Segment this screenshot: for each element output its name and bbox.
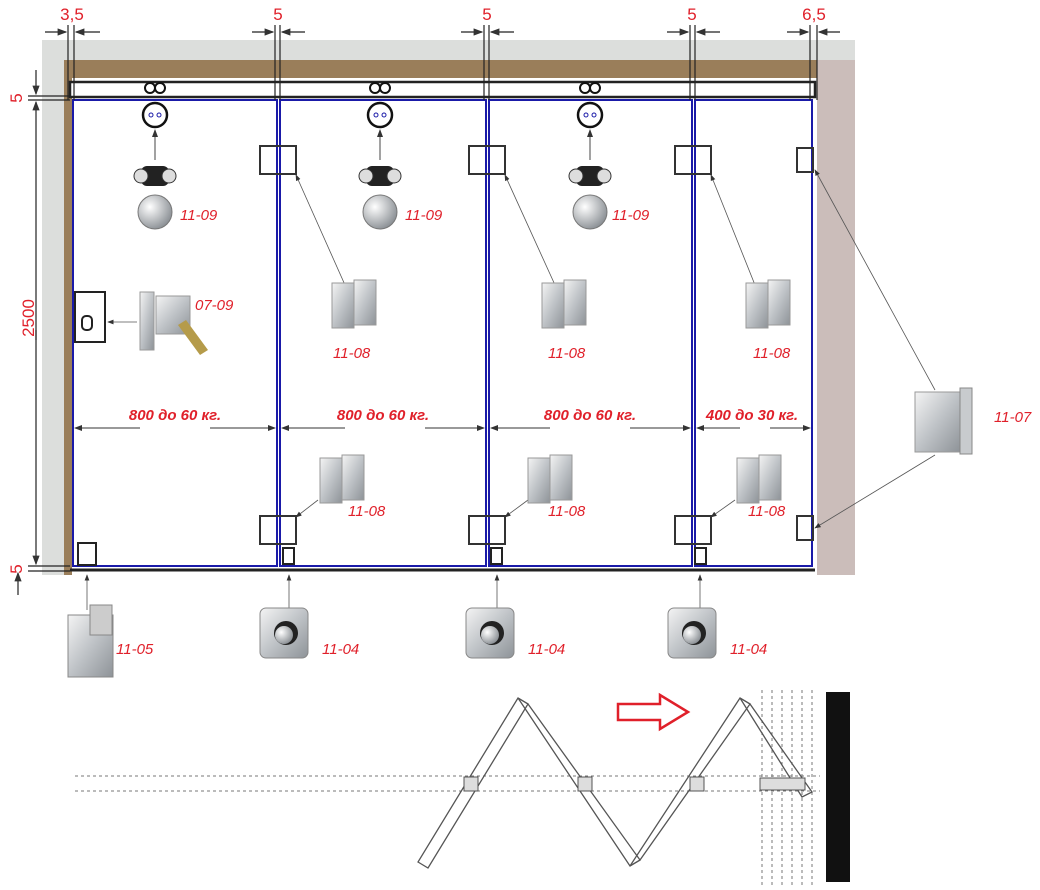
floor-stops bbox=[259, 607, 717, 659]
glass-panels bbox=[72, 99, 813, 567]
roller-assemblies bbox=[133, 82, 612, 230]
glass-panel bbox=[694, 99, 813, 567]
glass-panel bbox=[72, 99, 278, 567]
fold-direction-arrow-icon bbox=[616, 692, 691, 732]
roller bbox=[568, 82, 612, 230]
panel-hinges bbox=[319, 279, 791, 504]
panel-span-label: 800 до 60 кг. bbox=[129, 407, 221, 424]
part-label-wall-hinge: 11-07 bbox=[994, 409, 1032, 426]
top-rail bbox=[68, 80, 817, 99]
dimension-right-gap: 6,5 bbox=[802, 5, 826, 24]
panel-span-label: 800 до 60 кг. bbox=[337, 407, 429, 424]
dimension-left-gap: 3,5 bbox=[60, 5, 84, 24]
part-label-floor-stop: 11-04 bbox=[730, 641, 767, 658]
part-label-hinge: 11-08 bbox=[548, 345, 586, 362]
side-dimensions bbox=[14, 70, 70, 595]
part-label-floor-stop: 11-04 bbox=[528, 641, 565, 658]
wall-post bbox=[826, 692, 850, 882]
dimension-gap: 5 bbox=[273, 5, 282, 24]
part-label-hinge: 11-08 bbox=[333, 345, 371, 362]
leader-lines bbox=[84, 169, 936, 610]
part-label-roller: 11-09 bbox=[405, 207, 443, 224]
part-label-roller: 11-09 bbox=[180, 207, 218, 224]
glass-panel bbox=[279, 99, 487, 567]
panel-span-label: 800 до 60 кг. bbox=[544, 407, 636, 424]
floor-lock bbox=[67, 604, 114, 678]
top-dimensions bbox=[45, 25, 840, 100]
panel-span-label: 400 до 30 кг. bbox=[705, 407, 798, 424]
part-label-floor-stop: 11-04 bbox=[322, 641, 359, 658]
roller bbox=[358, 82, 402, 230]
dimension-top-gap: 5 bbox=[7, 93, 26, 102]
hinge-positions bbox=[259, 145, 814, 545]
part-label-roller: 11-09 bbox=[612, 207, 650, 224]
part-label-hinge: 11-08 bbox=[748, 503, 786, 520]
dimension-height: 2500 bbox=[19, 299, 38, 337]
part-label-hinge: 11-08 bbox=[753, 345, 791, 362]
part-label-hinge: 11-08 bbox=[548, 503, 586, 520]
dimension-gap: 5 bbox=[687, 5, 696, 24]
part-label-lock: 07-09 bbox=[195, 297, 234, 314]
floor-fittings-positions bbox=[77, 542, 707, 566]
glass-panel bbox=[488, 99, 693, 567]
dimension-bottom-gap: 5 bbox=[7, 564, 26, 573]
folding-plan-view bbox=[75, 690, 850, 885]
part-label-floor-lock: 11-05 bbox=[116, 641, 154, 658]
folded-panels bbox=[417, 697, 813, 869]
lock bbox=[74, 291, 208, 355]
roller bbox=[133, 82, 177, 230]
wall-hinge bbox=[914, 387, 973, 455]
part-label-hinge: 11-08 bbox=[348, 503, 386, 520]
dimension-gap: 5 bbox=[482, 5, 491, 24]
